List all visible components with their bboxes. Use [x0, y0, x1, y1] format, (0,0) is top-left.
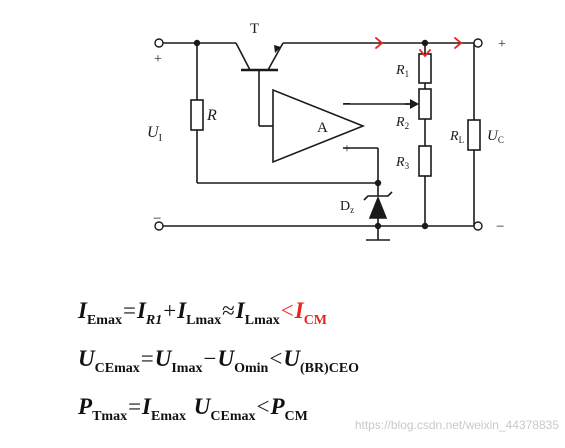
label-opamp-plus: + [343, 142, 351, 157]
transistor-collector [235, 42, 251, 71]
equation-1-part-8: ≈ [222, 298, 235, 323]
equation-1-part-12: I [294, 298, 304, 323]
current-arrow-2 [454, 37, 463, 49]
current-arrow-down [419, 49, 431, 58]
terminal-input-minus [154, 221, 164, 231]
watermark: https://blog.csdn.net/weixin_44378835 [354, 418, 559, 432]
equation-2-part-8: < [269, 346, 283, 371]
opamp-triangle [272, 88, 366, 164]
label-rl: RL [449, 129, 464, 145]
label-input-plus: + [154, 52, 162, 67]
equation-2-part-5: − [203, 346, 217, 371]
equation-1: IEmax=IR1+ILmax≈ILmax<ICM [78, 298, 327, 329]
zener-diode [368, 195, 388, 219]
label-input-voltage: UI [147, 124, 162, 144]
equation-2-part-0: U [78, 346, 95, 371]
terminal-output-minus [473, 221, 483, 231]
label-input-minus: − [153, 211, 161, 227]
equation-2-part-1: CEmax [94, 361, 140, 376]
equation-1-part-5: + [163, 298, 177, 323]
equation-3-part-0: P [78, 394, 93, 419]
resistor-r [190, 99, 204, 131]
equation-1-part-10: Lmax [244, 313, 280, 328]
junction-zener [374, 179, 382, 187]
equation-1-part-11: < [280, 298, 294, 323]
equation-2-part-10: (BR)CEO [299, 361, 360, 376]
wiper-arrowhead [410, 99, 419, 109]
label-transistor: T [250, 21, 259, 37]
label-opamp-minus: − [343, 97, 351, 112]
equation-3-part-8: < [256, 394, 270, 419]
equation-2: UCEmax=UImax−UOmin<U(BR)CEO [78, 346, 359, 377]
equation-2-part-2: = [140, 346, 154, 371]
equation-1-part-2: = [122, 298, 136, 323]
terminal-input-plus [154, 38, 164, 48]
equation-3-part-7: CEmax [210, 409, 256, 424]
label-uc: UC [487, 128, 504, 145]
equation-2-part-7: Omin [234, 361, 269, 376]
label-output-minus: − [496, 219, 504, 235]
label-output-plus: + [498, 37, 506, 52]
transistor-emitter-arrow [274, 45, 281, 53]
equation-2-part-6: U [217, 346, 235, 371]
label-r2: R2 [395, 115, 409, 131]
equation-1-part-3: I [136, 298, 146, 323]
equation-2-part-9: U [283, 346, 300, 371]
equation-3-part-9: P [270, 394, 285, 419]
equation-3-part-6: U [193, 394, 211, 419]
resistor-rl [467, 119, 481, 151]
current-arrow-1 [375, 37, 384, 49]
resistor-r1 [418, 53, 432, 84]
resistor-r3 [418, 145, 432, 177]
label-resistor-r: R [206, 107, 217, 124]
equation-3: PTmax=IEmax UCEmax<PCM [78, 394, 308, 425]
junction-bottom-divider [421, 222, 429, 230]
junction-top-r [193, 39, 201, 47]
equation-3-part-10: CM [284, 409, 308, 424]
label-dz: Dz [340, 199, 354, 215]
equation-1-part-4: R1 [145, 313, 163, 328]
label-r3: R3 [395, 155, 410, 171]
equation-1-part-13: CM [303, 313, 328, 328]
label-opamp: A [317, 120, 328, 136]
equation-1-part-0: I [78, 298, 87, 323]
equation-3-part-1: Tmax [92, 409, 128, 424]
equation-3-part-2: = [128, 394, 142, 419]
label-r1: R1 [395, 63, 409, 79]
equation-3-part-3: I [142, 394, 151, 419]
equation-2-part-3: U [154, 346, 172, 371]
equation-3-part-4: Emax [151, 409, 186, 424]
junction-top-divider [421, 39, 429, 47]
equation-2-part-4: Imax [171, 361, 203, 376]
resistor-r2 [418, 88, 432, 120]
terminal-output-plus [473, 38, 483, 48]
junction-bottom-zener [374, 222, 382, 230]
equation-1-part-1: Emax [86, 313, 122, 328]
equation-1-part-9: I [235, 298, 245, 323]
equation-1-part-7: Lmax [186, 313, 222, 328]
equation-3-part-5 [186, 394, 194, 419]
equation-1-part-6: I [177, 298, 187, 323]
